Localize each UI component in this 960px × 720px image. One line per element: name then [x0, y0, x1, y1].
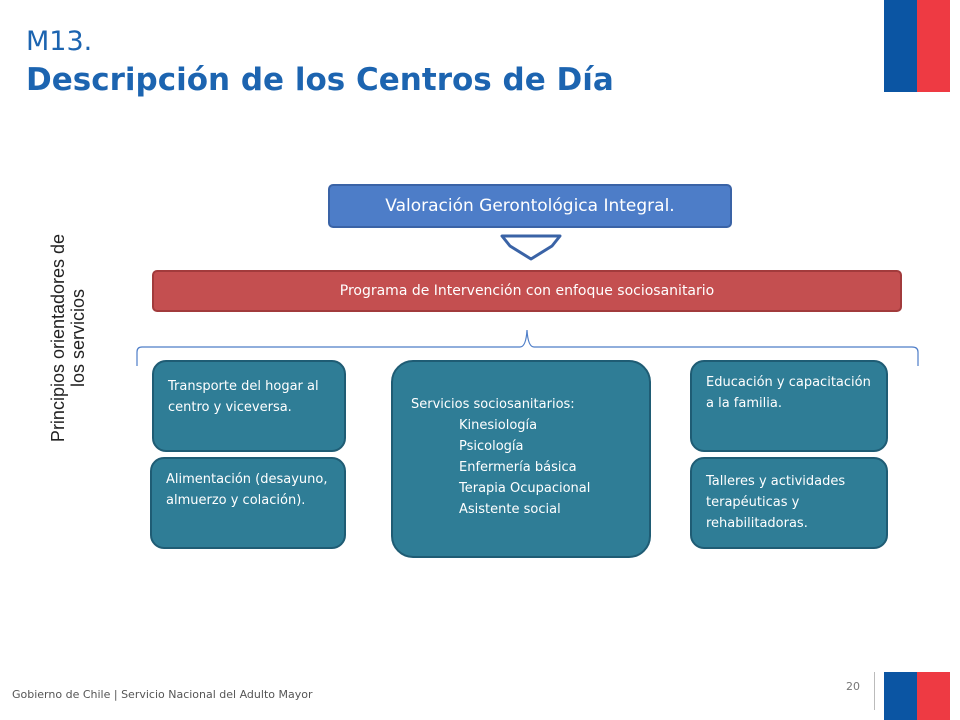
- flag-blue-stripe: [884, 0, 917, 92]
- servicio-item: Asistente social: [459, 502, 561, 517]
- servicio-item: Terapia Ocupacional: [459, 481, 591, 496]
- valoracion-box: Valoración Gerontológica Integral.: [328, 184, 732, 228]
- flag-red-stripe: [917, 672, 950, 720]
- transporte-box: Transporte del hogar al centro y vicever…: [152, 360, 346, 452]
- slide-title: Descripción de los Centros de Día: [26, 62, 614, 98]
- chile-flag-logo-top: [884, 0, 950, 92]
- side-label-line2: los servicios: [68, 288, 88, 388]
- footer-divider: [874, 672, 875, 710]
- down-arrow-icon: [500, 234, 562, 261]
- programa-box: Programa de Intervención con enfoque soc…: [152, 270, 902, 312]
- slide-code: M13.: [26, 26, 93, 57]
- flag-red-stripe: [917, 0, 950, 92]
- side-label-line1: Principios orientadores de: [48, 233, 68, 443]
- chile-flag-logo-bottom: [884, 672, 950, 720]
- alimentacion-box: Alimentación (desayuno, almuerzo y colac…: [150, 457, 346, 549]
- servicio-item: Psicología: [459, 439, 524, 454]
- side-label-principios: Principios orientadores de los servicios: [48, 213, 88, 463]
- servicios-heading: Servicios sociosanitarios:: [411, 397, 575, 412]
- footer-text: Gobierno de Chile | Servicio Nacional de…: [12, 688, 313, 701]
- educacion-box: Educación y capacitación a la familia.: [690, 360, 888, 452]
- page-number: 20: [846, 680, 860, 693]
- servicio-item: Kinesiología: [459, 418, 538, 433]
- talleres-box: Talleres y actividades terapéuticas y re…: [690, 457, 888, 549]
- flag-blue-stripe: [884, 672, 917, 720]
- servicio-item: Enfermería básica: [459, 460, 577, 475]
- servicios-box: Servicios sociosanitarios: Kinesiología …: [391, 360, 651, 558]
